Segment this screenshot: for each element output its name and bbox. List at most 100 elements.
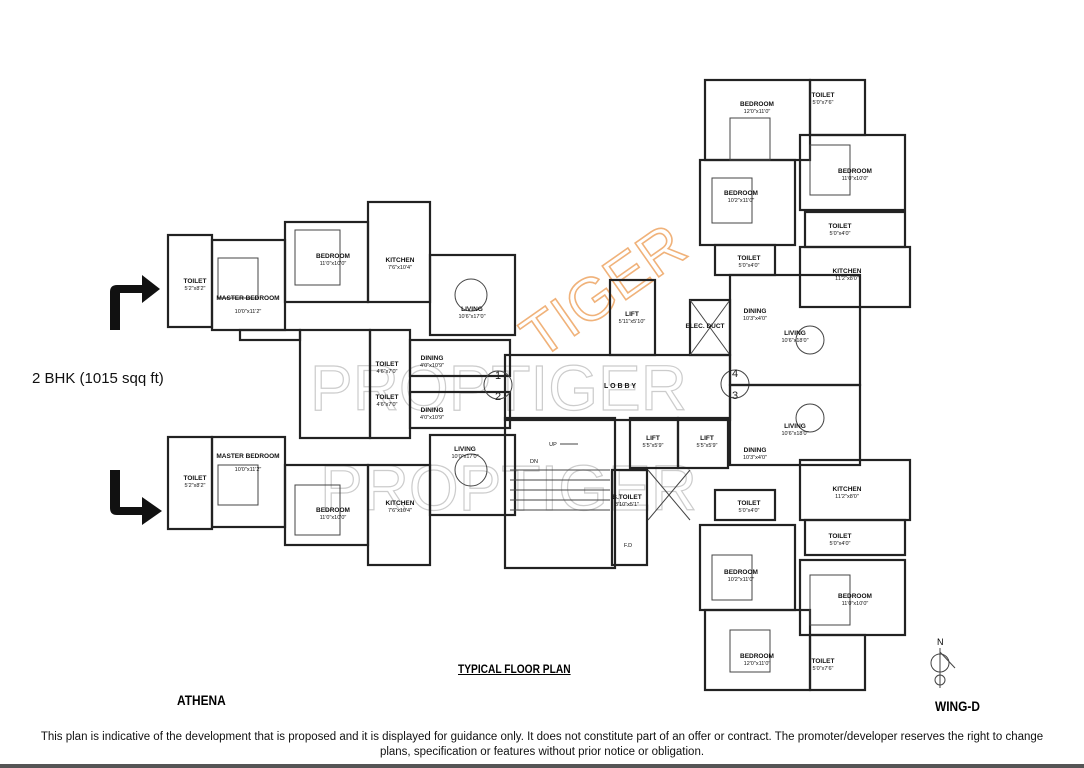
entry-arrow-icon (110, 470, 162, 525)
room-size: 4'6"x7'0" (377, 369, 398, 375)
svg-text:N: N (937, 637, 944, 647)
left-unit-1-labels: TOILET 5'2"x8'2" MASTER BEDROOM 10'0"x11… (184, 253, 486, 375)
room-name: TOILET (376, 361, 399, 368)
room-size: 5'0"x4'0" (739, 508, 760, 514)
stair-down-label: DN (530, 459, 538, 465)
fire-duct-label: F.D (624, 543, 632, 549)
room-size: 5'0"x7'6" (813, 666, 834, 672)
room-name: MASTER BEDROOM (216, 295, 279, 302)
unit-number: 1 (495, 370, 501, 382)
room-name: LIFT (625, 311, 639, 318)
room-name: LIVING (784, 423, 806, 430)
room-name: KITCHEN (833, 268, 862, 275)
room-name: BEDROOM (316, 507, 350, 514)
room-size: 5'11"x5'10" (619, 319, 646, 325)
right-unit-4-labels: BEDROOM 12'0"x11'0" TOILET 5'0"x7'6" BED… (724, 92, 872, 344)
stair-up-label: UP (549, 442, 557, 448)
room-size: 5'0"x4'0" (739, 263, 760, 269)
room-size: 10'6"x18'0" (781, 338, 808, 344)
unit-number: 2 (495, 391, 501, 403)
room-size: 5'0"x4'0" (830, 541, 851, 547)
room-name: TOILET (738, 500, 761, 507)
core-labels: LIFT 5'11"x5'10" ELEC. DUCT L O B B Y LI… (495, 311, 738, 549)
room-name: ELEC. DUCT (686, 323, 725, 330)
plan-title: TYPICAL FLOOR PLAN (458, 662, 571, 676)
room-name: MASTER BEDROOM (216, 453, 279, 460)
room-name: KITCHEN (386, 500, 415, 507)
room-name: BEDROOM (740, 653, 774, 660)
room-name: BEDROOM (740, 101, 774, 108)
room-size: 10'0"x17'0" (451, 454, 478, 460)
room-size: 10'2"x11'0" (728, 577, 755, 583)
room-size: 11'0"x10'0" (320, 261, 347, 267)
core-walls (483, 278, 750, 570)
room-name: DINING (744, 308, 767, 315)
room-name: TOILET (184, 278, 207, 285)
room-name: BEDROOM (838, 168, 872, 175)
room-size: 11'0"x10'0" (842, 176, 869, 182)
watermark-grey: PROPTIGER (310, 352, 687, 424)
room-size: 5'5"x5'9" (697, 443, 718, 449)
project-name: ATHENA (177, 692, 226, 708)
lobby-label: L O B B Y (604, 383, 636, 390)
room-size: 7'6"x10'4" (388, 265, 412, 271)
room-name: TOILET (376, 394, 399, 401)
room-size: 12'0"x11'0" (744, 109, 771, 115)
disclaimer: This plan is indicative of the developme… (40, 731, 1044, 758)
room-name: KITCHEN (386, 257, 415, 264)
left-unit-2-labels: TOILET 5'2"x8'2" MASTER BEDROOM 10'0"x11… (184, 394, 479, 521)
room-size: 4'0"x10'9" (420, 415, 444, 421)
room-name: LIVING (454, 446, 476, 453)
room-name: DINING (744, 447, 767, 454)
room-name: TOILET (829, 223, 852, 230)
room-name: DINING (421, 355, 444, 362)
watermark-grey-2: PROPTIGER (320, 452, 697, 524)
room-size: 10'0"x11'2" (235, 467, 262, 473)
room-size: 10'0"x11'2" (235, 309, 262, 315)
room-name: LIFT (700, 435, 714, 442)
room-size: 5'0"x7'6" (813, 100, 834, 106)
wing-name: WING-D (935, 698, 980, 714)
room-name: BEDROOM (316, 253, 350, 260)
room-name: TOILET (829, 533, 852, 540)
room-size: 5'2"x8'2" (185, 483, 206, 489)
room-size: 5'0"x4'0" (830, 231, 851, 237)
bottom-border (0, 764, 1084, 768)
room-size: 7'6"x10'4" (388, 508, 412, 514)
room-size: 11'0"x10'0" (320, 515, 347, 521)
room-name: TOILET (812, 92, 835, 99)
room-size: 11'2"x8'0" (835, 276, 859, 282)
unit-number: 3 (732, 390, 738, 402)
room-size: 10'3"x4'0" (743, 316, 767, 322)
room-size: 3'10"x5'1" (615, 502, 639, 508)
room-size: 10'6"x18'0" (781, 431, 808, 437)
room-size: 11'2"x8'0" (835, 494, 859, 500)
room-name: BEDROOM (838, 593, 872, 600)
room-size: 4'0"x10'9" (420, 363, 444, 369)
room-name: BEDROOM (724, 569, 758, 576)
entry-arrow-icon (110, 275, 160, 330)
watermark-orange: TIGER (509, 211, 698, 371)
room-name: TOILET (184, 475, 207, 482)
room-size: 5'5"x5'9" (643, 443, 664, 449)
room-size: 11'0"x10'0" (842, 601, 869, 607)
room-name: DINING (421, 407, 444, 414)
room-name: LIVING (461, 306, 483, 313)
right-wing-walls (698, 78, 912, 692)
room-name: TOILET (812, 658, 835, 665)
unit-type-label: 2 BHK (1015 sqq ft) (32, 370, 164, 387)
room-size: 10'6"x17'0" (458, 314, 485, 320)
room-name: LIFT (646, 435, 660, 442)
room-name: KITCHEN (833, 486, 862, 493)
room-size: 10'3"x4'0" (743, 455, 767, 461)
room-size: 5'2"x8'2" (185, 286, 206, 292)
left-wing-walls (166, 200, 517, 567)
room-size: 12'0"x11'0" (744, 661, 771, 667)
room-size: 4'6"x7'0" (377, 402, 398, 408)
room-name: LIVING (784, 330, 806, 337)
room-name: B.TOILET (612, 494, 642, 501)
north-arrow-icon: N (930, 637, 956, 688)
right-unit-3-labels: LIVING 10'6"x18'0" DINING 10'3"x4'0" KIT… (724, 423, 872, 672)
unit-number: 4 (732, 368, 738, 380)
